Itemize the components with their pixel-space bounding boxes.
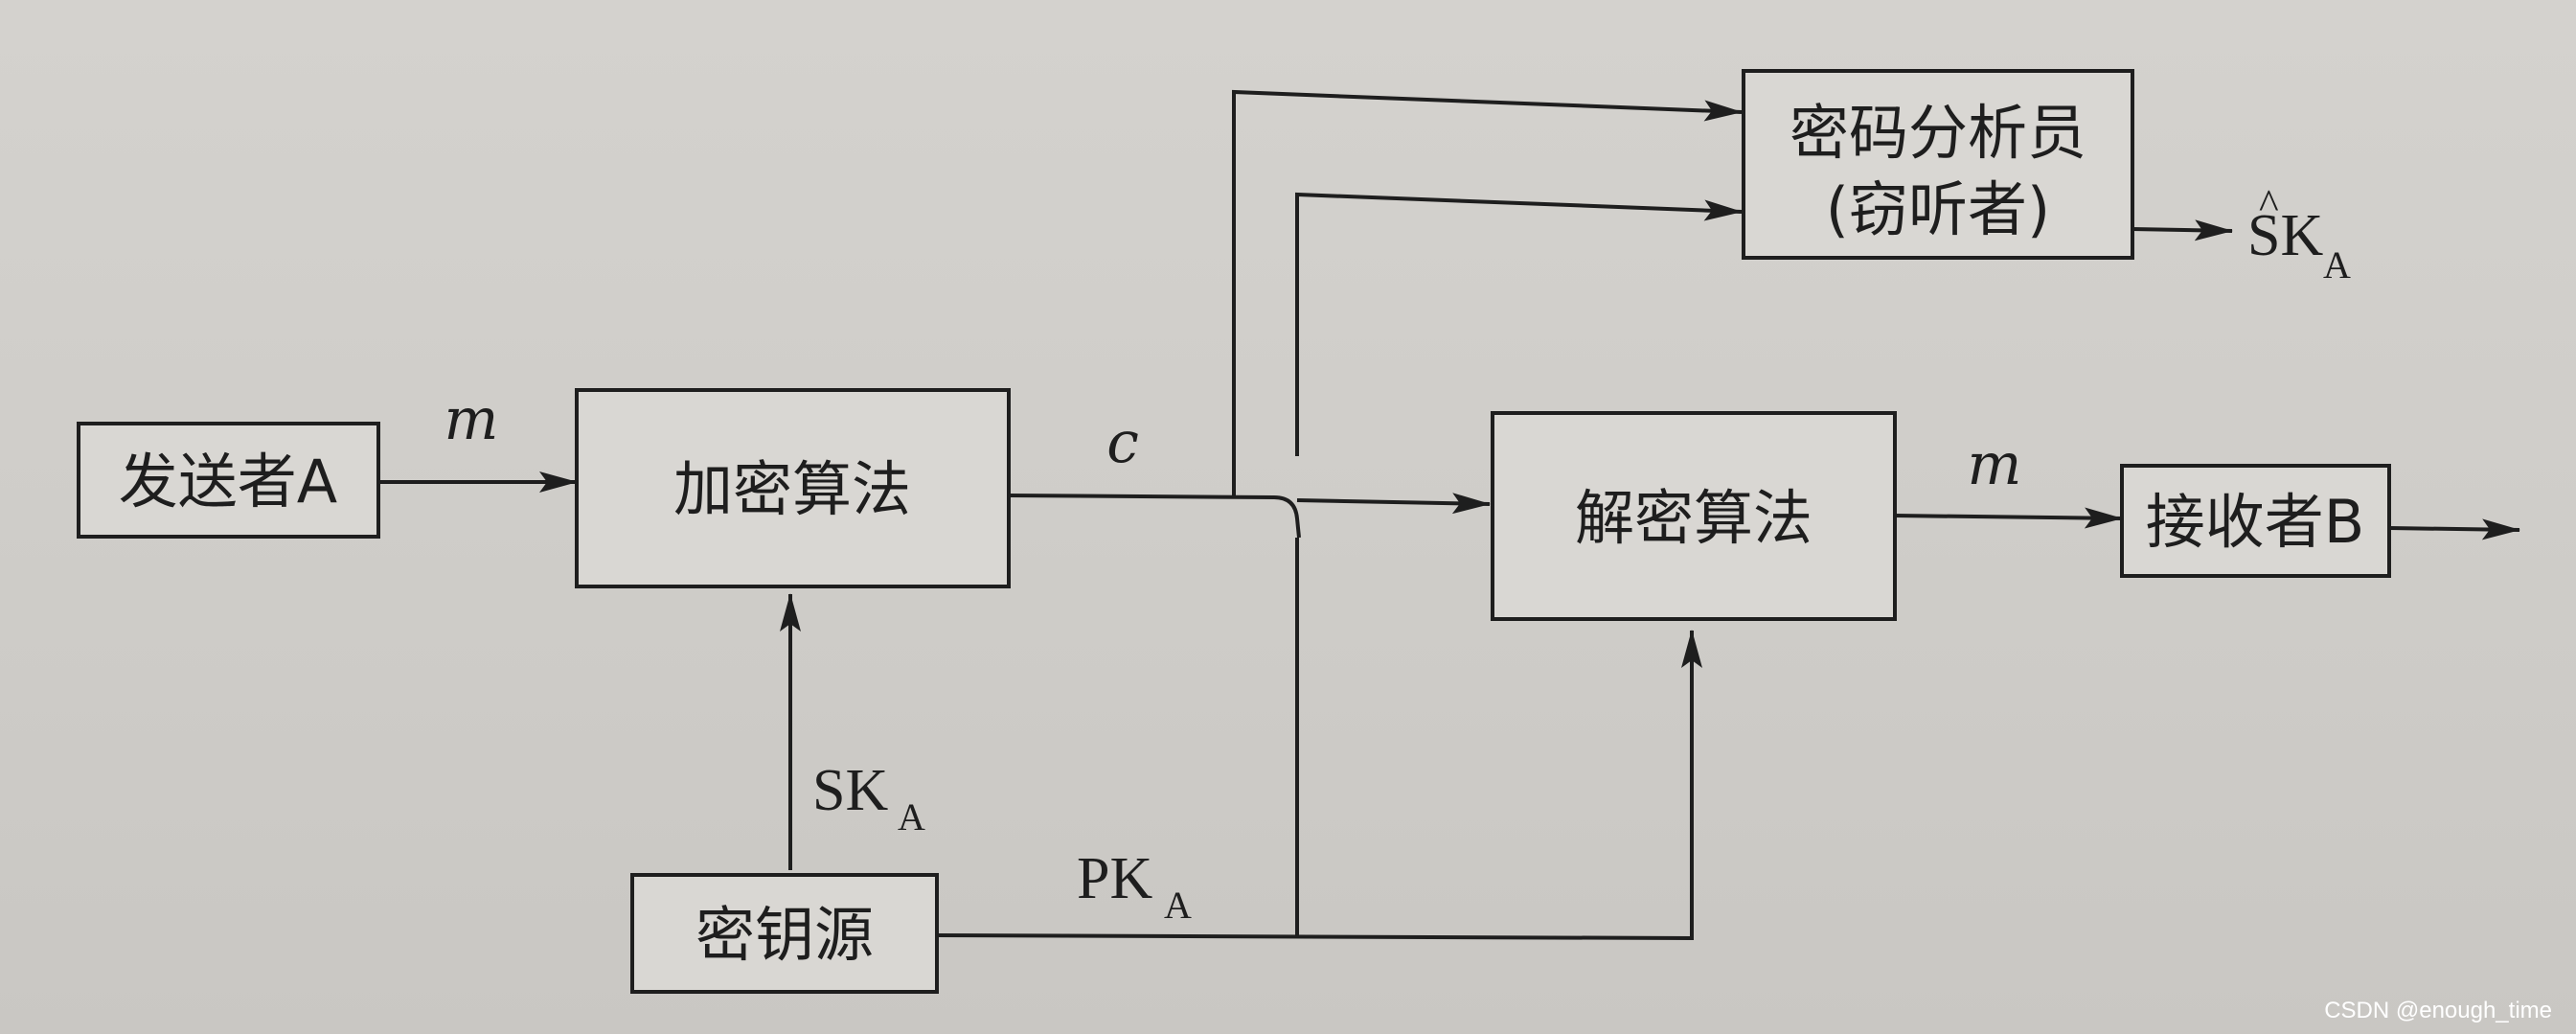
label-secret-key-sub: A [898,795,925,839]
encrypt-label: 加密算法 [673,454,911,524]
label-public-key-sub: A [1164,884,1192,927]
receiver-label: 接收者B [2146,487,2365,557]
label-public-key: PK A [1077,846,1192,927]
analyst-label-line1: 密码分析员 [1790,98,2086,168]
arrow-decrypt-to-receiver [1894,507,2123,529]
decrypt-box: 解密算法 [1491,411,1897,621]
sender-box: 发送者A [77,422,380,539]
analyst-label-line2: (窃听者) [1826,174,2050,244]
analyst-box: 密码分析员 (窃听者) [1742,69,2134,260]
label-secret-key-main: SK [812,758,888,823]
line-encrypt-to-crossing [1008,494,1275,499]
label-message-in: m [445,386,499,453]
watermark: CSDN @enough_time [2324,998,2552,1023]
label-estimated-key-hat: ^ [2259,181,2279,228]
receiver-box: 接收者B [2120,464,2391,578]
sender-label: 发送者A [119,447,337,517]
encrypt-box: 加密算法 [575,388,1011,588]
arrow-pk-to-decrypt [936,630,1702,941]
line-crossing-to-decrypt [1296,493,1491,515]
arrow-cipher-to-analyst [1232,89,1743,495]
label-ciphertext: c [1106,409,1139,476]
arrow-analyst-to-sk-estimate [2131,219,2233,241]
decrypt-label: 解密算法 [1575,483,1812,553]
key-source-box: 密钥源 [630,873,939,994]
key-source-label: 密钥源 [695,900,874,970]
label-secret-key: SK A [812,758,925,839]
label-message-out: m [1968,431,2022,498]
label-estimated-key: SK ^ A [2247,181,2351,287]
arrow-pk-to-analyst [1295,195,1742,935]
label-public-key-main: PK [1077,846,1152,911]
label-estimated-key-sub: A [2323,243,2351,287]
arrow-receiver-out [2388,518,2520,540]
label-estimated-key-main: SK [2247,203,2323,268]
line-hop-arc [1273,495,1301,539]
